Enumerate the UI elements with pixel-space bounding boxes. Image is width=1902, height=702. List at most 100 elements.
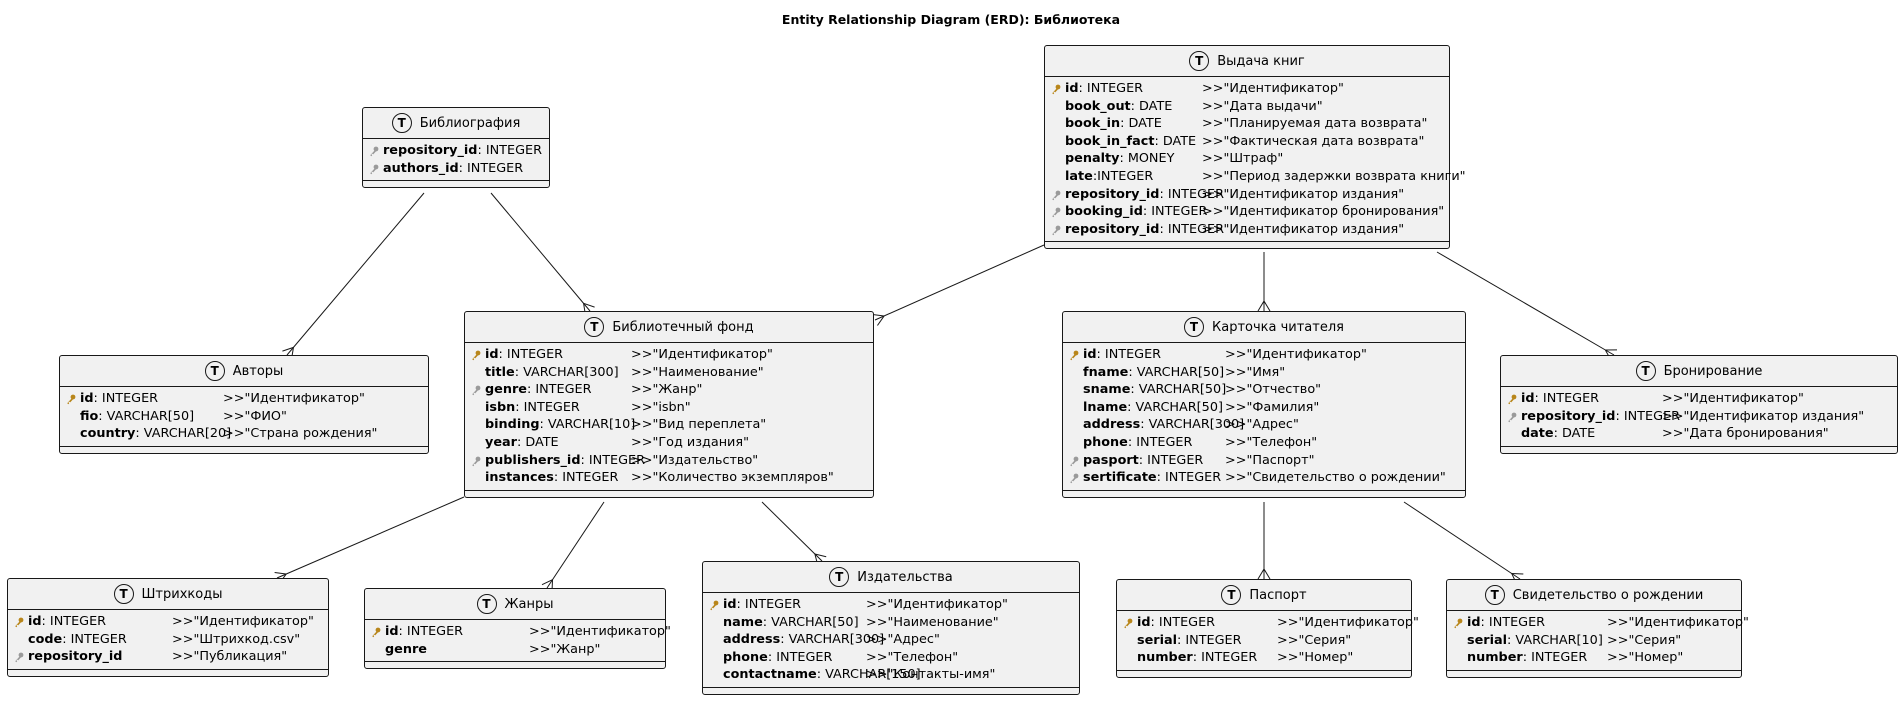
field-name: phone xyxy=(1083,434,1128,450)
field-name: id xyxy=(80,391,94,406)
field-type: : INTEGER xyxy=(62,631,127,647)
foreign-key-icon xyxy=(369,145,379,157)
table-icon: T xyxy=(1184,317,1204,337)
field-description: >>"Идентификатор" xyxy=(529,624,671,639)
entity-title: Штрихкоды xyxy=(141,586,223,602)
primary-key-icon xyxy=(1507,393,1517,405)
field-type: : VARCHAR[50] xyxy=(98,408,195,424)
relation-bibliography-authors xyxy=(282,192,425,359)
field-description: >>"Идентификатор" xyxy=(172,614,314,629)
field-name: id xyxy=(385,624,399,639)
field-name: date xyxy=(1521,426,1554,442)
field-name: id xyxy=(1065,81,1079,96)
field-name: sertificate xyxy=(1083,470,1157,486)
entity-title: Авторы xyxy=(232,363,284,379)
field-name: book_in_fact xyxy=(1065,133,1155,149)
field-type: : DATE xyxy=(1120,116,1162,132)
field-row: id: INTEGER >>"Идентификатор" xyxy=(365,623,671,641)
table-icon: T xyxy=(204,361,225,381)
field-description: >>"Страна рождения" xyxy=(223,426,378,442)
field-description: >>"Адрес" xyxy=(1225,417,1299,433)
field-name: address xyxy=(1083,417,1141,433)
field-type: : INTEGER xyxy=(1522,650,1588,666)
field-description: >>"Период задержки возврата книги" xyxy=(1202,168,1466,184)
field-row: late:INTEGER>>"Период задержки возврата … xyxy=(1045,168,1466,186)
field-name: instances xyxy=(485,470,554,486)
field-name: isbn xyxy=(485,399,516,415)
field-description: >>"Идентификатор" xyxy=(631,347,773,362)
field-description: >>"Дата выдачи" xyxy=(1202,98,1323,114)
field-row: number: INTEGER>>"Номер" xyxy=(1447,649,1741,667)
field-row: country: VARCHAR[20]>>"Страна рождения" xyxy=(60,425,428,443)
table-icon: T xyxy=(391,113,412,133)
entity-title: Свидетельство о рождении xyxy=(1512,587,1704,603)
field-description: >>"Идентификатор" xyxy=(1225,347,1367,362)
field-name: id xyxy=(1137,615,1151,630)
field-description: >>"Контакты-имя" xyxy=(866,667,996,683)
field-name: repository_id xyxy=(1065,186,1160,202)
field-description: >>"Планируемая дата возврата" xyxy=(1202,116,1428,132)
field-row: id: INTEGER>>"Идентификатор" xyxy=(703,596,1079,614)
field-type: : VARCHAR[300] xyxy=(1140,417,1245,433)
table-icon: T xyxy=(1189,51,1210,71)
field-description: >>"Свидетельство о рождении" xyxy=(1225,470,1446,486)
relation-fund-genres xyxy=(541,501,605,592)
foreign-key-icon xyxy=(1051,189,1061,200)
primary-key-icon xyxy=(1069,349,1079,361)
field-name: book_out xyxy=(1065,98,1131,114)
primary-key-icon xyxy=(14,616,24,628)
field-description: >>"Идентификатор" xyxy=(1202,81,1344,96)
field-description: >>"Имя" xyxy=(1225,364,1286,380)
table-icon: T xyxy=(829,567,850,587)
primary-key-icon xyxy=(1123,617,1133,629)
entity-header: T Выдача книг xyxy=(1045,46,1449,77)
field-row: pasport: INTEGER>>"Паспорт" xyxy=(1063,452,1465,470)
field-name: id xyxy=(28,614,42,629)
primary-key-icon xyxy=(471,349,481,361)
field-name: late xyxy=(1065,168,1093,184)
field-type: : INTEGER xyxy=(1127,434,1193,450)
field-type: : INTEGER xyxy=(398,624,464,639)
field-row: title: VARCHAR[300]>>"Наименование" xyxy=(465,364,873,382)
field-type: : INTEGER xyxy=(580,452,646,468)
field-row: genre: INTEGER>>"Жанр" xyxy=(465,381,873,399)
field-name: id xyxy=(723,597,737,612)
field-type: : INTEGER xyxy=(93,391,159,406)
field-row: fname: VARCHAR[50]>>"Имя" xyxy=(1063,364,1465,382)
relation-fund-publishers xyxy=(761,501,827,566)
field-description: >>"Серия" xyxy=(1277,632,1352,648)
field-description: >>"Идентификатор издания" xyxy=(1662,408,1865,424)
field-type: : INTEGER xyxy=(1159,186,1224,202)
table-icon: T xyxy=(113,584,134,604)
field-type: : VARCHAR[10] xyxy=(539,417,636,433)
field-name: repository_id xyxy=(28,649,123,665)
field-row: book_out: DATE>>"Дата выдачи" xyxy=(1045,98,1449,116)
field-row: repository_id: INTEGER>>"Идентификатор и… xyxy=(1501,408,1897,426)
field-type: : INTEGER xyxy=(1534,391,1600,406)
field-description: >>"Идентификатор" xyxy=(1607,615,1749,630)
field-name: number xyxy=(1137,650,1193,666)
field-name: country xyxy=(80,426,136,442)
field-row: id: INTEGER>>"Идентификатор" xyxy=(1063,346,1465,364)
relation-reader-passport xyxy=(1257,502,1271,580)
field-type: : INTEGER xyxy=(458,160,524,176)
field-type: : VARCHAR[50] xyxy=(762,614,859,630)
field-type: : INTEGER xyxy=(553,470,619,486)
field-name: repository_id xyxy=(383,143,478,158)
field-type: : INTEGER xyxy=(1150,615,1216,630)
entity-barcodes: T Штрихкоды id : INTEGER >>"Идентификатор" co… xyxy=(7,578,329,677)
field-row: code: INTEGER>>"Штрихкод.csv" xyxy=(8,631,328,649)
field-name: code xyxy=(28,631,63,647)
foreign-key-icon xyxy=(1051,206,1061,218)
field-row: serial: VARCHAR[10]>>"Серия" xyxy=(1447,632,1741,650)
field-row: id: INTEGER>>"Идентификатор" xyxy=(465,346,873,364)
entity-title: Выдача книг xyxy=(1217,53,1305,69)
field-name: serial xyxy=(1137,632,1178,648)
